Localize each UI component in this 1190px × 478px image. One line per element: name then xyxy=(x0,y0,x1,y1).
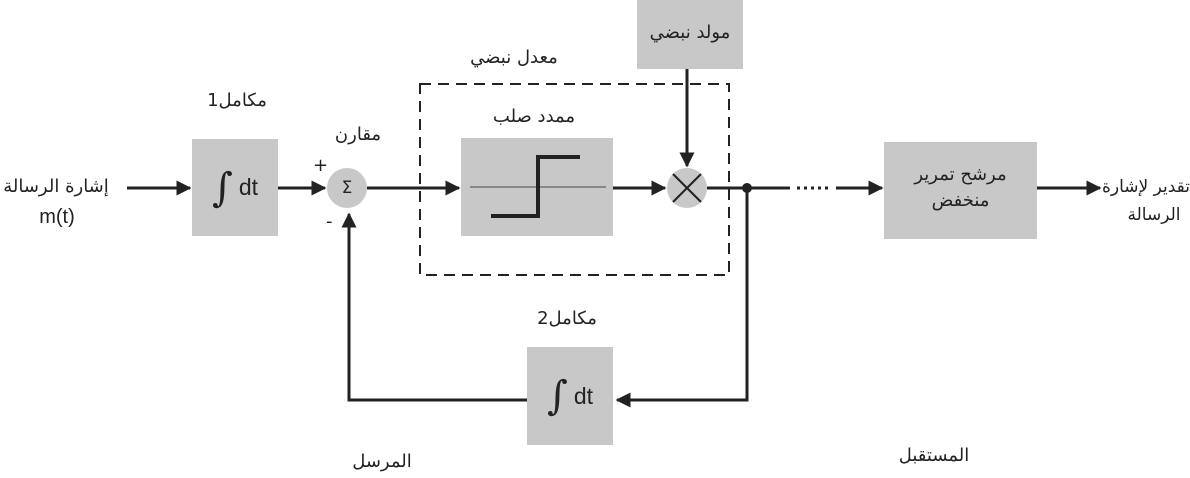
output-label-line1: تقدير لإشارة xyxy=(1101,177,1190,197)
integrator2-variable: dt xyxy=(573,382,594,409)
receiver-section-label: المستقبل xyxy=(898,445,970,466)
limiter-title: ممدد صلب xyxy=(492,106,576,127)
integrator1-title: مكامل1 xyxy=(207,90,267,111)
integral-sign-icon: ∫ xyxy=(546,373,568,419)
modulator-title: معدل نبضي xyxy=(470,47,558,68)
input-symbol: m(t) xyxy=(39,206,75,228)
lowpass-filter-block xyxy=(884,142,1037,239)
modulator-dashed-box xyxy=(419,83,730,276)
transmitter-section-label: المرسل xyxy=(352,451,412,472)
integrator2-content: ∫ dt xyxy=(527,347,613,445)
multiplier-cross-b xyxy=(672,173,702,203)
filter-label-line1: مرشح تمرير xyxy=(914,164,1007,185)
integrator1-content: ∫ dt xyxy=(192,139,278,236)
feedback-path-to-comparator xyxy=(341,212,527,402)
limiter-step-curve xyxy=(491,155,580,218)
integral-sign-icon: ∫ xyxy=(211,164,233,211)
pulse-generator-label: مولد نبضي xyxy=(649,22,731,43)
comparator-plus-sign: + xyxy=(313,155,329,176)
integrator2-block xyxy=(527,347,613,445)
integrator1-variable: dt xyxy=(238,174,259,200)
comparator-title: مقارن xyxy=(334,124,382,145)
comparator-symbol: Σ xyxy=(341,178,353,198)
feedback-path-to-integrator2 xyxy=(615,188,749,408)
integrator1-block xyxy=(192,139,278,236)
integrator2-title: مكامل2 xyxy=(537,308,597,329)
filter-label-line2: منخفض xyxy=(931,190,990,211)
input-label: إشارة الرسالة xyxy=(3,176,109,197)
comparator-minus-sign: - xyxy=(326,211,333,232)
pulse-generator-block xyxy=(637,0,743,69)
output-label-line2: الرسالة xyxy=(1127,205,1181,225)
comparator-circle xyxy=(327,168,367,208)
